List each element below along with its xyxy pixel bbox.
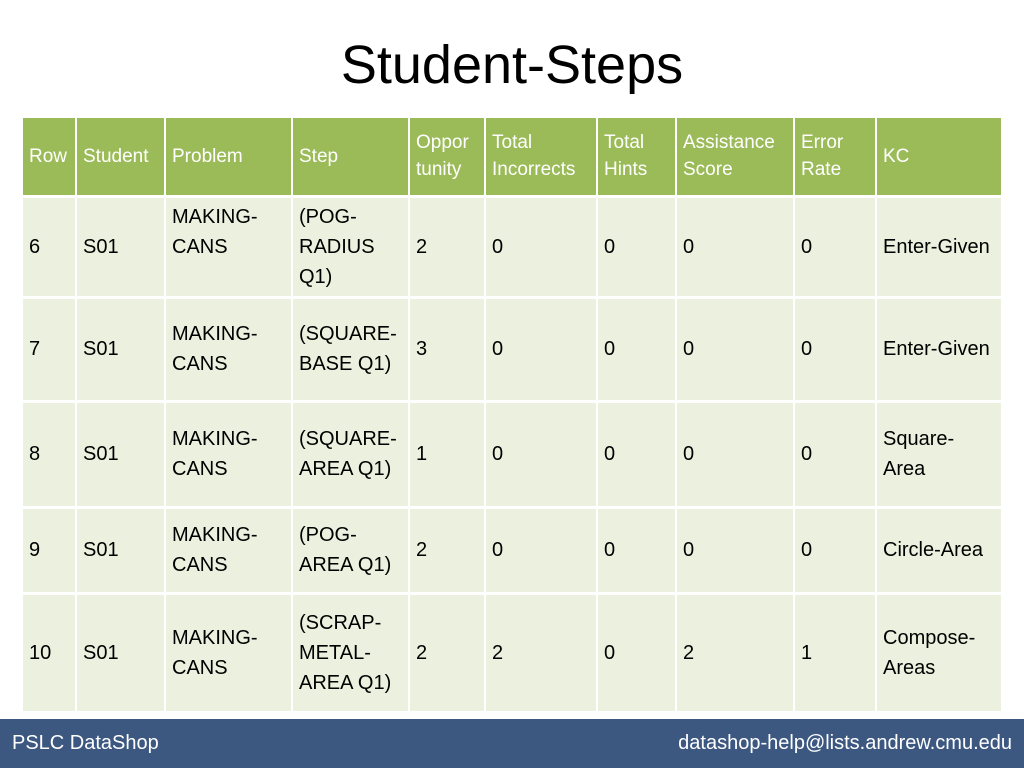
cell-problem: MAKING-CANS [165, 399, 293, 507]
cell-error-rate: 0 [794, 505, 877, 593]
header-total-incorrects: Total Incorrects [485, 118, 598, 196]
header-row: Row [23, 118, 77, 196]
cell-kc: Square-Area [876, 399, 1001, 507]
cell-student: S01 [76, 399, 166, 507]
footer-bar: PSLC DataShop datashop-help@lists.andrew… [0, 719, 1024, 768]
cell-student: S01 [76, 194, 166, 297]
slide-title: Student-Steps [340, 35, 684, 95]
cell-student: S01 [76, 505, 166, 593]
cell-kc: Enter-Given [876, 194, 1001, 297]
header-kc: KC [876, 118, 1001, 196]
header-opportunity: Oppor tunity [409, 118, 486, 196]
table-row: 9 S01 MAKING-CANS (POG-AREA Q1) 2 0 0 0 … [23, 505, 1001, 593]
cell-assistance-score: 2 [676, 591, 795, 711]
cell-kc: Enter-Given [876, 295, 1001, 401]
cell-opportunity: 2 [409, 591, 486, 711]
table-row: 6 S01 MAKING-CANS (POG-RADIUS Q1) 2 0 0 … [23, 194, 1001, 297]
table-row: 10 S01 MAKING-CANS (SCRAP-METAL-AREA Q1)… [23, 591, 1001, 711]
header-error-rate: Error Rate [794, 118, 877, 196]
cell-total-incorrects: 0 [485, 194, 598, 297]
cell-opportunity: 2 [409, 194, 486, 297]
header-problem: Problem [165, 118, 293, 196]
cell-total-hints: 0 [597, 591, 677, 711]
cell-problem: MAKING-CANS [165, 591, 293, 711]
cell-total-hints: 0 [597, 194, 677, 297]
cell-total-hints: 0 [597, 399, 677, 507]
cell-error-rate: 0 [794, 399, 877, 507]
cell-problem: MAKING-CANS [165, 505, 293, 593]
table-row: 7 S01 MAKING-CANS (SQUARE-BASE Q1) 3 0 0… [23, 295, 1001, 401]
footer-brand: PSLC DataShop [12, 732, 159, 754]
cell-step: (SCRAP-METAL-AREA Q1) [292, 591, 410, 711]
cell-step: (POG-RADIUS Q1) [292, 194, 410, 297]
cell-total-incorrects: 0 [485, 505, 598, 593]
cell-kc: Compose-Areas [876, 591, 1001, 711]
cell-total-hints: 0 [597, 505, 677, 593]
cell-step: (SQUARE-BASE Q1) [292, 295, 410, 401]
cell-problem: MAKING-CANS [165, 295, 293, 401]
cell-student: S01 [76, 591, 166, 711]
student-steps-table: Row Student Problem Step Oppor tunity To… [23, 118, 1001, 711]
cell-total-incorrects: 0 [485, 295, 598, 401]
header-step: Step [292, 118, 410, 196]
cell-assistance-score: 0 [676, 399, 795, 507]
table-header-row: Row Student Problem Step Oppor tunity To… [23, 118, 1001, 196]
header-assistance-score: Assistance Score [676, 118, 795, 196]
cell-opportunity: 1 [409, 399, 486, 507]
cell-error-rate: 0 [794, 295, 877, 401]
cell-row: 10 [23, 591, 77, 711]
cell-opportunity: 2 [409, 505, 486, 593]
cell-error-rate: 0 [794, 194, 877, 297]
cell-total-hints: 0 [597, 295, 677, 401]
cell-total-incorrects: 0 [485, 399, 598, 507]
cell-assistance-score: 0 [676, 295, 795, 401]
cell-problem: MAKING-CANS [165, 194, 293, 297]
table-row: 8 S01 MAKING-CANS (SQUARE-AREA Q1) 1 0 0… [23, 399, 1001, 507]
cell-assistance-score: 0 [676, 194, 795, 297]
cell-row: 6 [23, 194, 77, 297]
cell-row: 7 [23, 295, 77, 401]
header-total-hints: Total Hints [597, 118, 677, 196]
cell-student: S01 [76, 295, 166, 401]
cell-row: 9 [23, 505, 77, 593]
cell-step: (SQUARE-AREA Q1) [292, 399, 410, 507]
cell-opportunity: 3 [409, 295, 486, 401]
cell-total-incorrects: 2 [485, 591, 598, 711]
cell-row: 8 [23, 399, 77, 507]
footer-contact-email: datashop-help@lists.andrew.cmu.edu [678, 732, 1012, 754]
cell-step: (POG-AREA Q1) [292, 505, 410, 593]
cell-error-rate: 1 [794, 591, 877, 711]
cell-kc: Circle-Area [876, 505, 1001, 593]
header-student: Student [76, 118, 166, 196]
cell-assistance-score: 0 [676, 505, 795, 593]
